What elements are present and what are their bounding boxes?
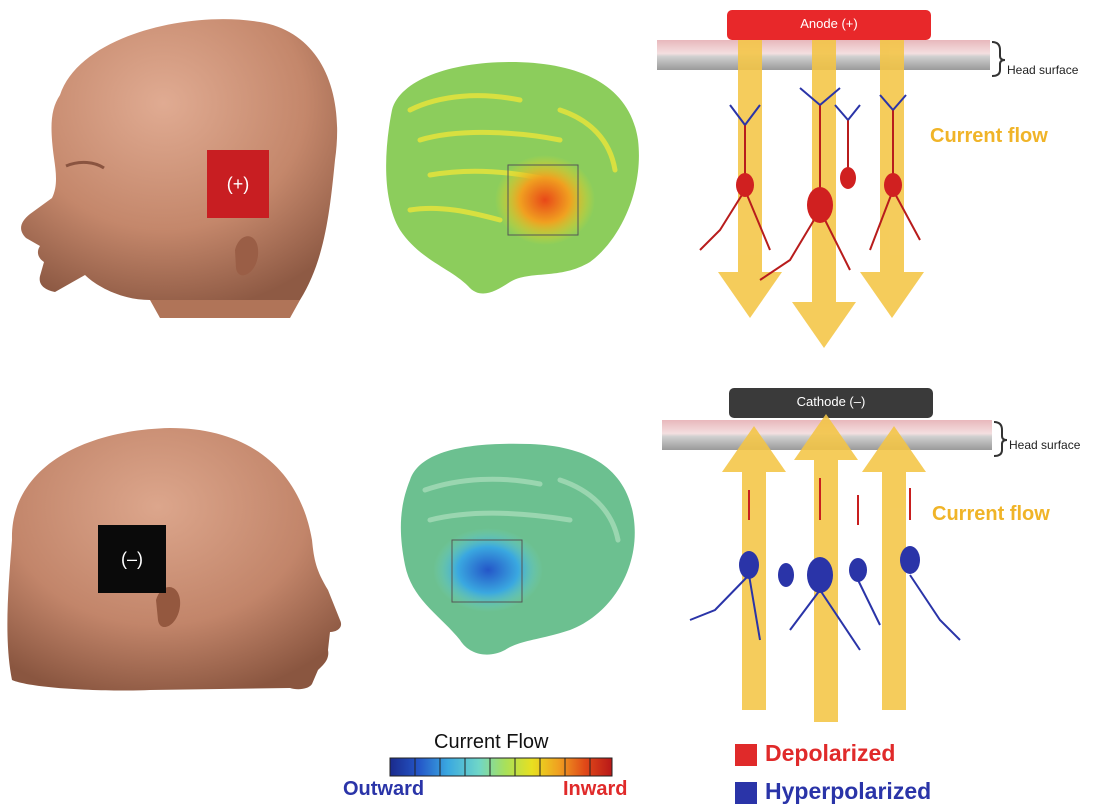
colorbar-outward-label: Outward xyxy=(343,778,424,801)
anode-electrode-label: (+) xyxy=(207,150,269,218)
anode-bar-label: Anode (+) xyxy=(727,16,931,31)
hyperpolarized-swatch xyxy=(735,782,757,804)
cathode-panel xyxy=(662,388,1007,722)
depolarized-swatch xyxy=(735,744,757,766)
cathode-bar-label: Cathode (–) xyxy=(729,394,933,409)
top-brain xyxy=(386,62,639,294)
head-surface-label-bottom: Head surface xyxy=(1009,438,1080,452)
colorbar-inward-label: Inward xyxy=(563,778,627,801)
colorbar xyxy=(390,758,612,776)
head-surface-label-top: Head surface xyxy=(1007,63,1078,77)
top-head xyxy=(21,19,337,318)
bottom-brain xyxy=(401,444,635,655)
anode-panel xyxy=(657,10,1005,348)
hyperpolarized-label: Hyperpolarized xyxy=(765,778,931,805)
bottom-head xyxy=(7,428,341,691)
depolarized-label: Depolarized xyxy=(765,740,895,767)
current-flow-label-top: Current flow xyxy=(930,125,1048,148)
colorbar-title: Current Flow xyxy=(434,731,548,754)
cathode-electrode-label: (–) xyxy=(98,525,166,593)
current-flow-label-bottom: Current flow xyxy=(932,503,1050,526)
